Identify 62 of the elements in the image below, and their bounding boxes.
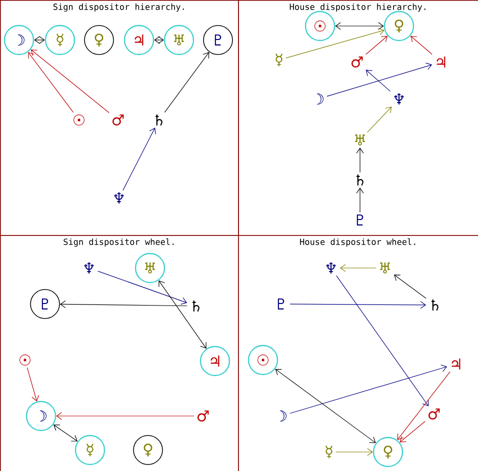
arrow	[336, 448, 373, 456]
planet-symbol: ☿	[326, 446, 332, 458]
arrow	[290, 364, 448, 414]
arrow	[98, 270, 188, 305]
arrow	[154, 36, 164, 44]
panel-title: House dispositor hierarchy.	[290, 3, 426, 12]
planet-symbol: ♂	[197, 410, 209, 422]
planet-symbol: ☉	[74, 114, 84, 126]
arrow	[394, 274, 426, 299]
planet-symbol: ♆	[84, 262, 94, 274]
planet-symbol: ♂	[428, 408, 440, 420]
planet-symbol: ♄	[432, 300, 438, 310]
arrow	[336, 275, 429, 406]
arrow	[275, 368, 376, 444]
arrow	[34, 36, 45, 44]
planet-symbol: ♆	[394, 94, 404, 104]
arrow	[410, 36, 432, 55]
arrow	[397, 371, 450, 440]
arrow	[366, 70, 391, 92]
planet-symbol: ♃	[452, 358, 460, 370]
arrow	[30, 50, 110, 114]
arrow	[366, 36, 388, 55]
arrow	[356, 188, 364, 213]
arrow	[286, 28, 384, 58]
planet-symbol: ♅	[380, 262, 390, 274]
planet-symbol: ♂	[351, 56, 363, 68]
panel	[0, 0, 239, 236]
arrow	[400, 421, 426, 442]
planet-symbol: ♄	[356, 174, 364, 186]
arrow	[290, 301, 426, 309]
planet-symbol: ♇	[356, 214, 364, 226]
arrow	[26, 367, 39, 402]
planet-symbol: ♄	[192, 300, 200, 312]
planet-symbol: ☉	[20, 354, 30, 366]
panel-title: Sign dispositor wheel.	[64, 238, 174, 247]
panel	[238, 235, 478, 471]
planet-symbol: ☽	[316, 94, 324, 104]
panel	[238, 0, 478, 236]
arrow	[60, 300, 188, 308]
planet-symbol: ☽	[280, 410, 286, 422]
arrow	[158, 280, 206, 349]
arrow	[28, 52, 74, 113]
panel-title: Sign dispositor hierarchy.	[53, 3, 184, 12]
planet-symbol: ♅	[355, 134, 365, 146]
arrow	[53, 424, 78, 442]
planet-symbol: ♆	[326, 262, 336, 274]
panel	[0, 235, 239, 471]
planet-symbol: ☿	[276, 54, 282, 66]
planet-symbol: ♆	[114, 192, 124, 204]
arrow	[367, 106, 392, 133]
planet-symbol: ♂	[112, 114, 124, 126]
arrow	[164, 52, 210, 113]
arrow	[326, 62, 432, 97]
planet-symbol: ♃	[436, 56, 446, 68]
arrow	[356, 148, 364, 173]
panel-title: House dispositor wheel.	[300, 238, 416, 247]
arrow	[340, 264, 376, 272]
arrow	[335, 22, 384, 30]
arrow	[56, 412, 194, 420]
arrow	[122, 128, 156, 191]
planet-symbol: ♇	[278, 298, 284, 310]
planet-symbol: ♄	[156, 114, 162, 126]
